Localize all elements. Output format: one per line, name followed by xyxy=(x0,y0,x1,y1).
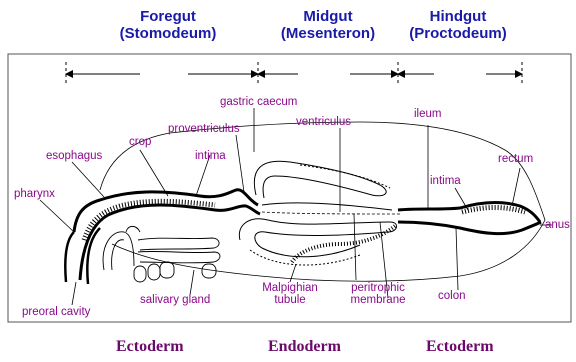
label-peritrophic-membrane: peritrophic membrane xyxy=(338,282,418,306)
label-colon: colon xyxy=(438,290,466,302)
germ-layer-foregut: Ectoderm xyxy=(116,338,184,356)
label-ventriculus: ventriculus xyxy=(296,116,351,128)
label-salivary-gland: salivary gland xyxy=(140,294,210,306)
label-intima-foregut: intima xyxy=(195,150,226,162)
salivary-gland-sketch xyxy=(103,226,220,282)
hindgut-lower-wall xyxy=(398,222,541,234)
label-preoral-cavity: preoral cavity xyxy=(22,306,90,318)
label-malpighian-line: Malpighian tubule xyxy=(262,282,318,306)
label-rectum: rectum xyxy=(498,153,533,165)
label-proventriculus: proventriculus xyxy=(168,123,240,135)
peritrophic-membrane-line xyxy=(262,212,400,214)
label-ileum: ileum xyxy=(414,108,441,120)
foregut-upper-wall xyxy=(74,190,258,232)
rectum-band xyxy=(462,208,525,213)
body-outline xyxy=(100,122,545,281)
label-pharynx: pharynx xyxy=(14,188,55,200)
label-malpighian-tubule: Malpighian tubule xyxy=(250,282,330,306)
label-peritrophic-line: peritrophic membrane xyxy=(351,282,406,306)
label-intima-hindgut: intima xyxy=(430,175,461,187)
germ-layer-midgut: Endoderm xyxy=(268,338,341,356)
germ-layer-hindgut: Ectoderm xyxy=(426,338,494,356)
midgut-tubes xyxy=(239,161,396,265)
label-anus: anus xyxy=(545,219,570,231)
label-crop: crop xyxy=(129,136,151,148)
label-gastric-caecum: gastric caecum xyxy=(220,96,297,108)
label-esophagus: esophagus xyxy=(46,150,102,162)
